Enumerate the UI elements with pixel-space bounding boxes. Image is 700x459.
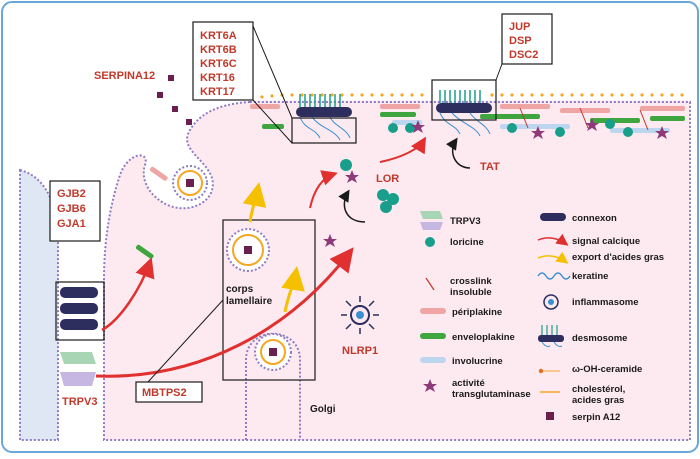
- desmosome-gene-box: JUP DSP DSC2: [495, 13, 553, 81]
- label-tat: TAT: [480, 161, 500, 173]
- legend-crosslink-1: crosslink: [450, 276, 492, 287]
- legend-enveloplakine: enveloplakine: [452, 332, 515, 343]
- legend-loricrine: loricine: [450, 237, 484, 248]
- legend-trpv3: TRPV3: [450, 216, 481, 227]
- cornified-envelope: [250, 104, 685, 133]
- gene-krt17: KRT17: [200, 86, 235, 98]
- legend-cholesterol-1: cholestérol,: [572, 384, 625, 395]
- legend-transglut-1: activité: [452, 378, 485, 389]
- gene-dsp: DSP: [509, 35, 532, 47]
- legend-fatty-export: export d'acides gras: [572, 252, 664, 263]
- gene-jup: JUP: [509, 21, 530, 33]
- label-lor: LOR: [376, 173, 399, 185]
- golgi-vesicle: [254, 333, 292, 371]
- legend-calcium-signal: signal calcique: [572, 236, 640, 247]
- gene-krt6b: KRT6B: [200, 44, 237, 56]
- legend-ceramide: ω-OH-ceramide: [572, 364, 642, 375]
- gene-krt16: KRT16: [200, 72, 235, 84]
- secreted-lamellar-body: [172, 165, 208, 201]
- keratin-gene-box: KRT6A KRT6B KRT6C KRT16 KRT17: [192, 21, 293, 144]
- gene-gjb2: GJB2: [57, 188, 86, 200]
- lamellar-body: [226, 228, 270, 272]
- inflammasome: [341, 296, 379, 334]
- legend-serpin: serpin A12: [572, 412, 620, 423]
- connexin-gene-box: GJB2 GJB6 GJA1: [49, 180, 101, 242]
- gene-gjb6: GJB6: [57, 203, 86, 215]
- gene-krt6a: KRT6A: [200, 30, 237, 42]
- loricrine-cluster: [323, 159, 399, 247]
- serpin-particles: [157, 75, 192, 125]
- legend-crosslink-2: insoluble: [450, 287, 492, 298]
- connexon-group: [60, 287, 98, 330]
- label-corps: corps: [226, 284, 254, 295]
- legend-connexon: connexon: [572, 213, 617, 224]
- legend: TRPV3 connexon loricine signal calcique …: [420, 211, 664, 423]
- legend-transglut-2: transglutaminase: [452, 389, 531, 400]
- gene-krt6c: KRT6C: [200, 58, 237, 70]
- desmosome-1: [296, 94, 352, 141]
- label-serpina12: SERPINA12: [94, 70, 155, 82]
- label-lamellaire: lamellaire: [226, 296, 273, 307]
- label-trpv3: TRPV3: [62, 396, 97, 408]
- legend-keratine: keratine: [572, 271, 608, 282]
- desmosome-2: [436, 90, 492, 137]
- gene-dsc2: DSC2: [509, 49, 538, 61]
- label-nlrp1: NLRP1: [342, 345, 378, 357]
- trpv3-channel: [60, 352, 96, 386]
- golgi: [245, 332, 301, 440]
- gene-gja1: GJA1: [57, 218, 86, 230]
- label-golgi: Golgi: [310, 404, 336, 415]
- label-mbtps2: MBTPS2: [142, 387, 187, 399]
- legend-cholesterol-2: acides gras: [572, 395, 624, 406]
- envelope-transglut-stars: [411, 118, 669, 139]
- legend-periplakine: périplakine: [452, 307, 502, 318]
- legend-desmosome: desmosome: [572, 333, 627, 344]
- envelope-loricrine-dots: [388, 119, 633, 137]
- legend-involucrine: involucrine: [452, 356, 503, 367]
- legend-inflammasome: inflammasome: [572, 297, 639, 308]
